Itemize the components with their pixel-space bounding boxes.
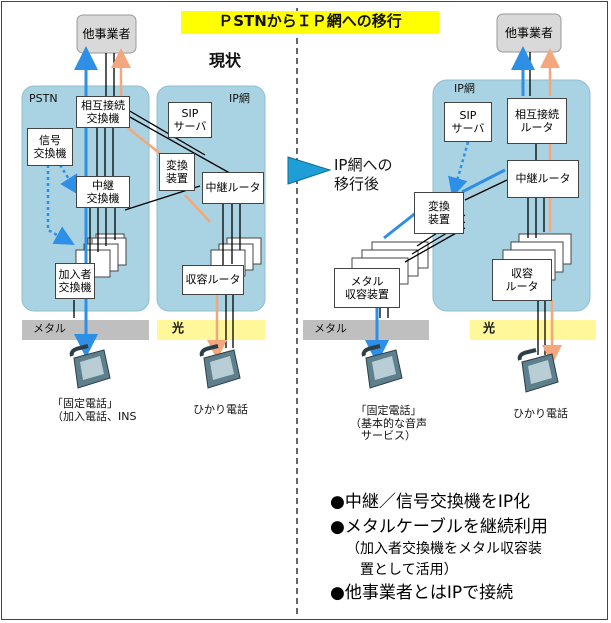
right-sip-server: SIP サーバ	[444, 102, 492, 142]
right-phone2-caption: ひかり電話	[513, 407, 568, 420]
bullet-sub-line1: （加入者交換機をメタル収容装	[346, 541, 542, 558]
phone-icon	[69, 344, 111, 389]
phone-icon	[517, 348, 559, 393]
transition-arrow	[287, 156, 332, 185]
after-label: IP網への 移行後	[334, 156, 393, 193]
left-other-carrier-label: 他事業者	[82, 26, 131, 41]
left-optical-band	[157, 320, 265, 340]
right-blue-dotted	[448, 141, 470, 198]
left-pstn-label: PSTN	[29, 92, 58, 105]
left-relay-router: 中継ルータ	[202, 172, 264, 204]
right-metal-label: メタル	[314, 322, 347, 335]
left-access-router: 収容ルータ	[182, 265, 244, 295]
left-metal-label: メタル	[33, 322, 66, 335]
subscriber-switch: 加入者 交換機	[55, 263, 95, 299]
right-other-carrier-label: 他事業者	[504, 25, 553, 40]
right-optical-band	[470, 320, 596, 340]
right-metal-band	[303, 320, 429, 340]
bullet-sub-line2: 置として活用）	[360, 562, 458, 579]
bullet-ip-conversion: ●中継／信号交換機をIP化	[330, 492, 531, 512]
left-converter: 変換 装置	[159, 153, 195, 191]
right-ip-label: IP網	[454, 82, 475, 95]
bullet-ip-interconnect: ●他事業者とはIPで接続	[330, 583, 514, 604]
interconnect-switch: 相互接続 交換機	[76, 96, 130, 128]
left-sip-server: SIP サーバ	[168, 102, 212, 138]
title-band	[181, 11, 439, 34]
right-interconnect-router: 相互接続 ルータ	[507, 98, 567, 144]
current-label: 現状	[209, 51, 242, 70]
right-orange-path	[540, 48, 562, 365]
bullet-metal-cable: ●メタルケーブルを継続利用	[330, 516, 548, 537]
left-phone1-caption: 「固定電話」 （加入電話、INS	[52, 397, 137, 423]
left-phone2-caption: ひかり電話	[193, 403, 248, 416]
right-converter: 変換 装置	[414, 192, 464, 234]
right-relay-router: 中継ルータ	[507, 160, 579, 198]
page-title: ＰSTNからＩＰ網への移行	[218, 12, 402, 30]
right-phone1-caption: 「固定電話」 （基本的な音声 サービス）	[350, 404, 427, 443]
left-ip-label: IP網	[229, 92, 250, 105]
phone-icon	[199, 344, 241, 389]
left-optical-label: 光	[172, 321, 185, 335]
left-blue-dotted	[46, 164, 80, 245]
signal-switch: 信号 交換機	[27, 128, 73, 166]
phone-icon	[361, 344, 403, 389]
relay-switch: 中継 交換機	[76, 176, 130, 208]
right-access-router: 収容 ルータ	[492, 259, 552, 301]
right-optical-label: 光	[483, 321, 496, 335]
summary-bullets: ●中継／信号交換機をIP化 ●メタルケーブルを継続利用 （加入者交換機をメタル収…	[330, 490, 548, 606]
right-metal-access: メタル 収容装置	[334, 268, 400, 308]
